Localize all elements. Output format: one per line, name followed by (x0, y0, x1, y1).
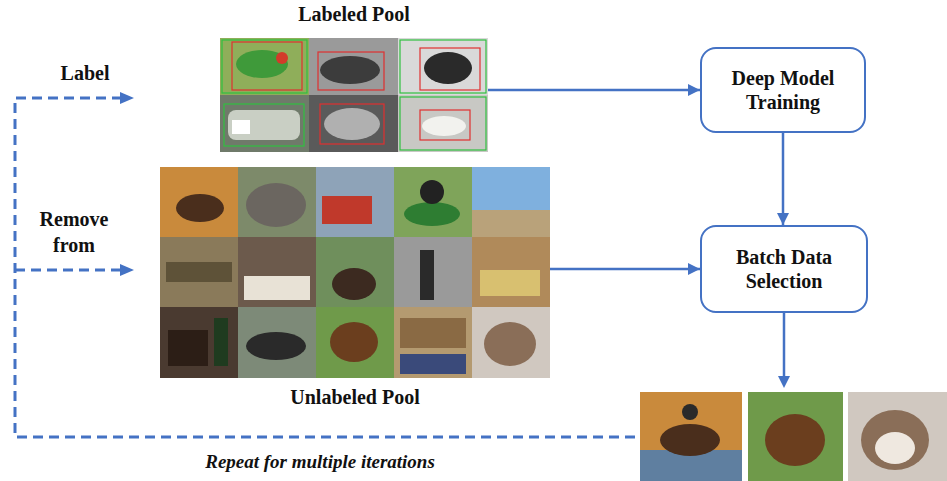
illustration-part (420, 110, 470, 140)
illustration-part (238, 237, 316, 307)
illustration-part (232, 120, 250, 134)
illustration-part (472, 210, 550, 237)
illustration-part (309, 38, 398, 95)
process-box: Batch Data Selection (700, 225, 868, 313)
illustration-part (316, 237, 394, 307)
illustration-part (316, 167, 394, 237)
illustration-part (228, 110, 300, 140)
illustration-part (660, 424, 720, 456)
illustration-part (398, 95, 488, 152)
arrow-head (120, 264, 134, 276)
annotation-label: Remove from (22, 206, 126, 258)
unlabeled-pool: Unlabeled Pool (160, 167, 550, 409)
illustration-part (316, 307, 394, 378)
illustration-part (244, 276, 310, 300)
illustration-part (160, 167, 238, 237)
illustration-part (224, 104, 304, 146)
illustration-part (320, 104, 384, 144)
illustration-part (318, 52, 384, 90)
illustration-part (472, 237, 550, 307)
illustration-part (332, 268, 376, 300)
illustration-part (404, 202, 460, 226)
illustration-part (160, 237, 238, 307)
illustration-part (320, 56, 380, 84)
process-box: Deep Model Training (700, 47, 866, 133)
illustration-part (472, 307, 550, 378)
illustration-part (861, 410, 929, 470)
labeled-pool: Labeled Pool (220, 2, 488, 152)
illustration-part (640, 392, 742, 481)
unlabeled-photo-grid (160, 167, 550, 378)
illustration-part (232, 42, 302, 90)
illustration-part (322, 196, 372, 224)
dashed-line (15, 269, 120, 272)
annotation-label: Label (35, 60, 135, 86)
illustration-part (484, 322, 536, 366)
illustration-part (420, 250, 434, 300)
illustration-part (220, 38, 309, 95)
illustration-part (324, 108, 380, 140)
arrow-head (120, 92, 134, 104)
illustration-part (236, 50, 288, 78)
illustration-part (472, 167, 550, 237)
illustration-part (238, 167, 316, 237)
illustration-part (420, 180, 444, 204)
illustration-part (246, 332, 306, 360)
illustration-part (394, 237, 472, 307)
illustration-part (400, 40, 486, 93)
illustration-part (222, 40, 307, 93)
dashed-line (15, 98, 635, 437)
flow-arrow (782, 133, 785, 225)
illustration-part (400, 97, 486, 150)
feedback-loop (15, 98, 635, 437)
flow-arrow (488, 89, 700, 92)
illustration-part (220, 95, 309, 152)
illustration-part (276, 52, 288, 64)
illustration-part (480, 270, 540, 296)
illustration-part (166, 262, 232, 282)
illustration-part (400, 318, 466, 348)
illustration-part (420, 48, 480, 90)
illustration-part (682, 404, 698, 420)
box-label: Batch Data Selection (712, 245, 856, 293)
illustration-part (424, 52, 472, 84)
illustration-part (176, 194, 224, 222)
illustration-part (875, 432, 915, 464)
illustration-part (214, 318, 228, 366)
flow-arrow (550, 268, 700, 271)
illustration-part (398, 38, 488, 95)
illustration-part (748, 392, 843, 481)
illustration-part (238, 307, 316, 378)
labeled-photo-grid (220, 38, 488, 152)
illustration-part (168, 330, 208, 366)
illustration-part (309, 95, 398, 152)
annotation-label: Repeat for multiple iterations (110, 449, 530, 475)
illustration-part (400, 354, 466, 374)
illustration-part (765, 414, 825, 466)
selected-photos (640, 392, 947, 481)
illustration-part (330, 322, 378, 362)
arrow-head (778, 376, 790, 388)
pool-heading: Unlabeled Pool (160, 385, 550, 409)
illustration-part (394, 167, 472, 237)
illustration-part (394, 307, 472, 378)
illustration-part (422, 116, 466, 136)
pool-heading: Labeled Pool (220, 2, 488, 26)
arrow-line (783, 313, 786, 376)
illustration-part (246, 183, 306, 227)
box-label: Deep Model Training (712, 66, 854, 114)
illustration-part (848, 392, 947, 481)
illustration-part (160, 307, 238, 378)
